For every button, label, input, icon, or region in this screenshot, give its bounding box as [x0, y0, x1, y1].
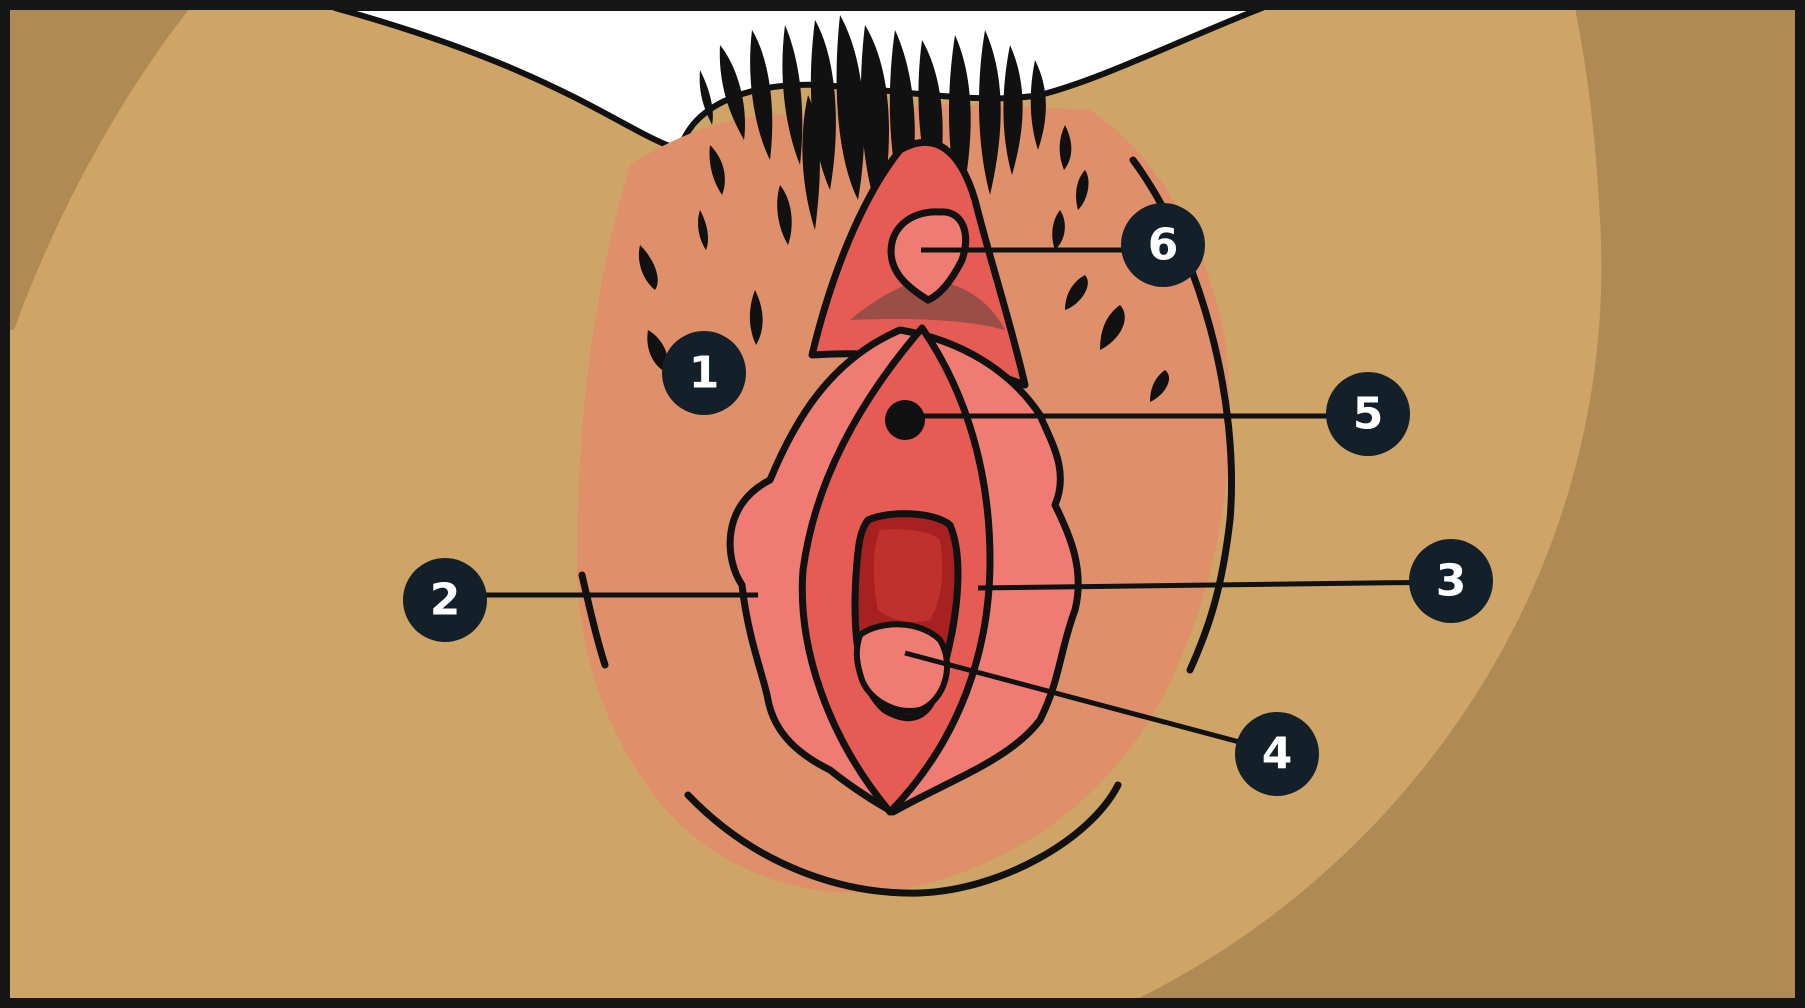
vaginal-opening-highlight: [874, 529, 943, 622]
marker-6: 6: [1121, 203, 1205, 287]
marker-2: 2: [403, 558, 487, 642]
marker-5: 5: [1326, 372, 1410, 456]
marker-6-label: 6: [1148, 220, 1179, 271]
marker-3: 3: [1409, 539, 1493, 623]
urethral-opening: [885, 400, 925, 440]
marker-1: 1: [662, 331, 746, 415]
marker-5-label: 5: [1353, 389, 1384, 440]
marker-3-label: 3: [1436, 556, 1467, 607]
marker-4: 4: [1235, 712, 1319, 796]
marker-4-label: 4: [1262, 729, 1293, 780]
marker-2-label: 2: [430, 575, 461, 626]
marker-1-label: 1: [689, 348, 720, 399]
